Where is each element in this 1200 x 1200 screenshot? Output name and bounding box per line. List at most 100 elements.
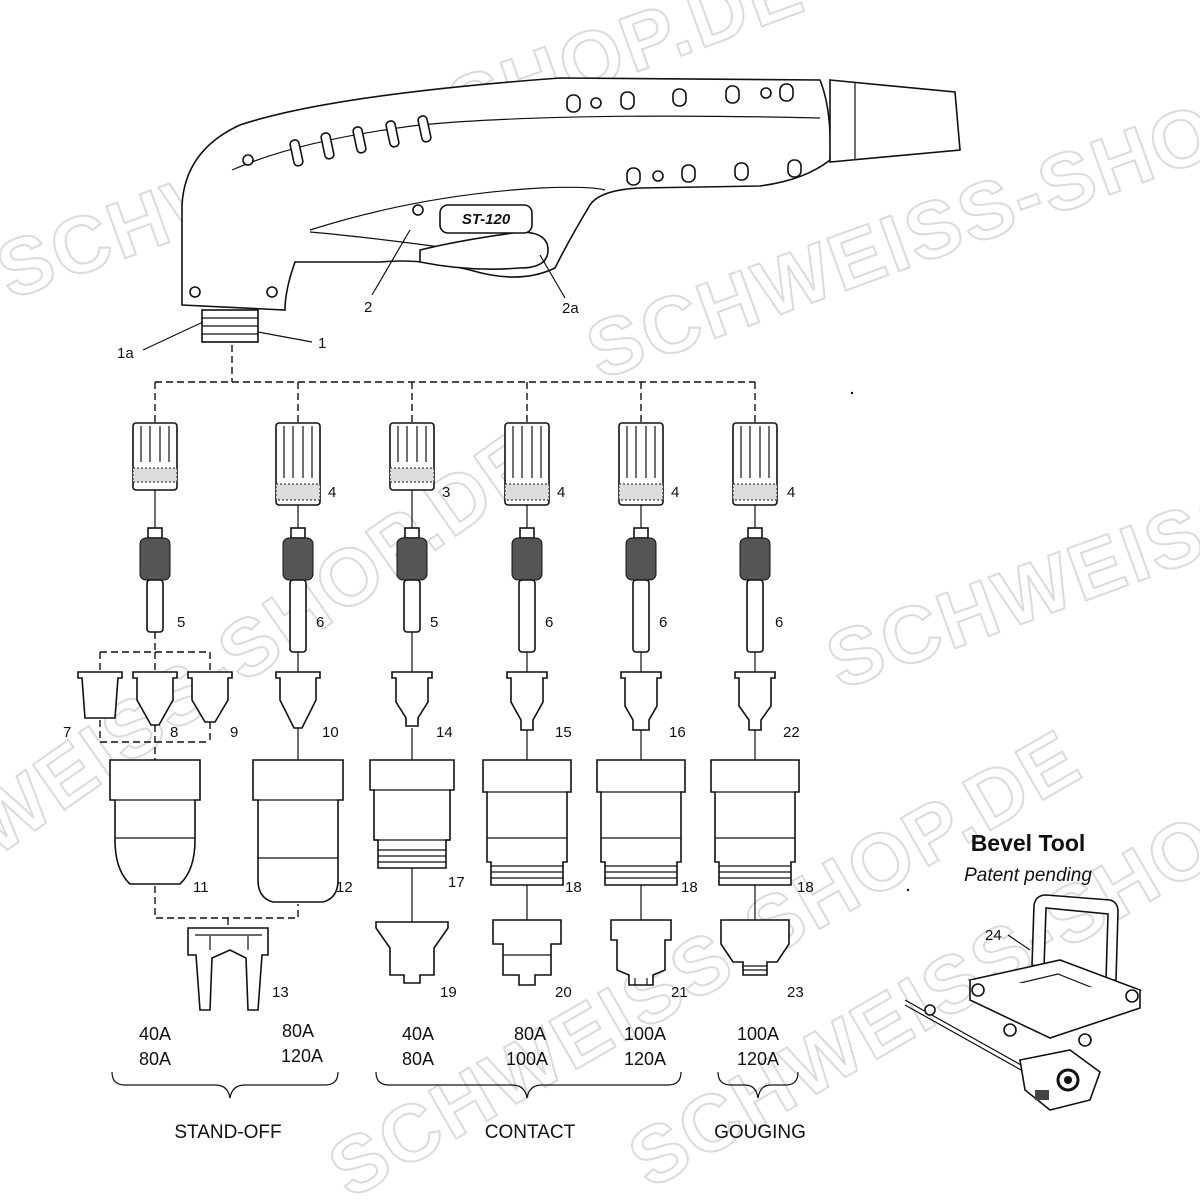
swirl-ring — [504, 422, 550, 506]
electrode-number: 6 — [775, 614, 783, 631]
cup-number: 18 — [565, 879, 582, 896]
gouging-deflector — [720, 919, 790, 976]
model-label: ST-120 — [462, 211, 511, 228]
tip — [275, 671, 321, 729]
amp-5-line2: 120A — [624, 1049, 666, 1069]
tip-7-number: 7 — [63, 724, 71, 741]
electrode — [139, 527, 171, 633]
electrode-number: 6 — [316, 614, 324, 631]
callout-1a: 1a — [117, 345, 134, 362]
cup-number: 17 — [448, 874, 465, 891]
grip-slots — [289, 83, 802, 186]
swirl-number: 4 — [328, 484, 336, 501]
swirl-ring — [389, 422, 435, 491]
column-3: 3 5 14 17 19 — [369, 422, 465, 1001]
shield-cup-11 — [109, 759, 201, 885]
amp-3-line1: 40A — [402, 1024, 434, 1044]
shield-cup — [482, 759, 572, 886]
deflector-number: 20 — [555, 984, 572, 1001]
swirl-number: 4 — [787, 484, 795, 501]
tip — [506, 671, 548, 731]
standoff-guide: 13 — [154, 886, 299, 1011]
cup-11-number: 11 — [193, 879, 209, 896]
shield-cup-12 — [252, 759, 344, 903]
cup-12-number: 12 — [336, 879, 353, 896]
group-gouging: GOUGING — [714, 1122, 806, 1143]
tip-number: 16 — [669, 724, 686, 741]
distribution-lines — [154, 345, 756, 422]
tip-9-number: 9 — [230, 724, 238, 741]
watermark-5: SCHWEISS-SHOP.DE — [815, 331, 1200, 706]
tip — [620, 671, 662, 731]
column-5: 4 6 16 18 21 — [596, 422, 698, 1001]
electrode — [396, 527, 428, 633]
amp-6-line1: 100A — [737, 1024, 779, 1044]
tip — [391, 671, 433, 727]
shield-cup — [596, 759, 686, 886]
deflector-number: 19 — [440, 984, 457, 1001]
tip-number: 15 — [555, 724, 572, 741]
bevel-subtitle: Patent pending — [964, 865, 1092, 886]
tip-7 — [77, 671, 123, 719]
callout-1: 1 — [318, 335, 326, 352]
tip-8-number: 8 — [170, 724, 178, 741]
electrode-number: 6 — [659, 614, 667, 631]
torch-callouts: 1a 1 2 2a — [117, 229, 579, 362]
amp-2-line2: 120A — [281, 1046, 323, 1066]
swirl-number: 3 — [442, 484, 450, 501]
electrode — [511, 527, 543, 653]
shield-cup — [369, 759, 455, 869]
column-2: 4 6 10 12 — [252, 422, 353, 903]
swirl-number: 4 — [671, 484, 679, 501]
amp-6-line2: 120A — [737, 1049, 779, 1069]
guide-13-number: 13 — [272, 984, 289, 1001]
tip — [734, 671, 776, 731]
amp-2-line1: 80A — [282, 1021, 314, 1041]
swirl-ring — [275, 422, 321, 506]
column-1: 5 7 8 9 11 — [63, 422, 238, 896]
cup-number: 18 — [681, 879, 698, 896]
electrode — [625, 527, 657, 653]
callout-2: 2 — [364, 299, 372, 316]
swirl-ring — [618, 422, 664, 506]
tip-number: 14 — [436, 724, 453, 741]
deflector-number: 23 — [787, 984, 804, 1001]
group-standoff: STAND-OFF — [174, 1122, 281, 1143]
swirl-ring — [732, 422, 778, 506]
deflector — [492, 919, 562, 986]
electrode-number: 6 — [545, 614, 553, 631]
electrode-number: 5 — [430, 614, 438, 631]
bevel-part-number: 24 — [985, 927, 1002, 944]
cup-number: 18 — [797, 879, 814, 896]
bevel-tool: Bevel Tool Patent pending 24 — [904, 830, 1143, 1111]
amp-1-line2: 80A — [139, 1049, 171, 1069]
callout-2a: 2a — [562, 300, 579, 317]
amperage-labels: 40A 80A 80A 120A 40A 80A 80A 100A 100A 1… — [139, 1021, 779, 1069]
amp-5-line1: 100A — [624, 1024, 666, 1044]
deflector-number: 21 — [671, 984, 688, 1001]
swirl-number: 4 — [557, 484, 565, 501]
electrode — [282, 527, 314, 653]
amp-1-line1: 40A — [139, 1024, 171, 1044]
amp-4-line1: 80A — [514, 1024, 546, 1044]
tip-9 — [187, 671, 233, 723]
tip-8 — [132, 671, 178, 726]
group-braces — [111, 1071, 799, 1099]
electrode-number: 5 — [177, 614, 185, 631]
screw-heads — [189, 87, 772, 298]
model-badge — [439, 204, 533, 234]
column-6: 4 6 22 18 23 — [710, 422, 814, 1001]
deflector — [375, 921, 449, 984]
tip-number: 22 — [783, 724, 800, 741]
amp-3-line2: 80A — [402, 1049, 434, 1069]
bevel-title: Bevel Tool — [971, 830, 1086, 856]
shield-cup — [710, 759, 800, 886]
tip-number: 10 — [322, 724, 339, 741]
deflector — [610, 919, 672, 986]
group-contact: CONTACT — [485, 1122, 576, 1143]
electrode — [739, 527, 771, 653]
swirl-ring — [132, 422, 178, 491]
column-4: 4 6 15 18 20 — [482, 422, 582, 1001]
torch-handle: ST-120 — [181, 77, 961, 343]
